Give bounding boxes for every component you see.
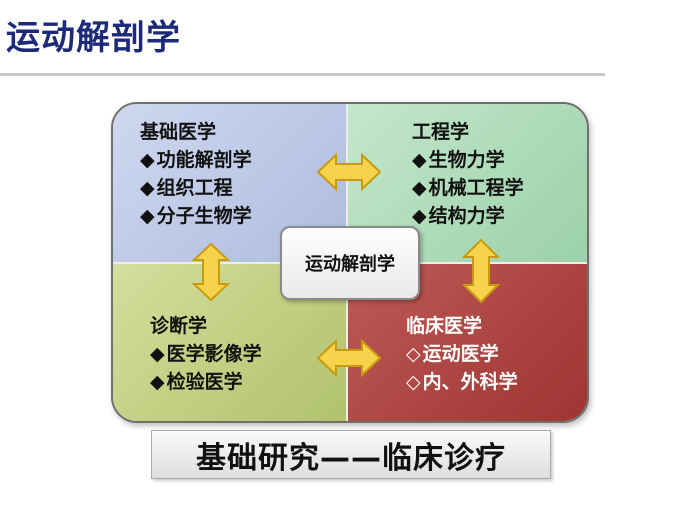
basic-medicine-item: 分子生物学 <box>140 202 252 230</box>
engineering-item: 生物力学 <box>412 146 524 174</box>
double-arrow-icon <box>316 338 382 378</box>
footer-banner: 基础研究——临床诊疗 <box>151 430 551 479</box>
clinical-medicine-block: 临床医学 运动医学 内、外科学 <box>406 312 518 396</box>
center-label: 运动解剖学 <box>280 226 420 300</box>
diagnostics-heading: 诊断学 <box>150 315 208 337</box>
diagnostics-block: 诊断学 医学影像学 检验医学 <box>150 312 262 396</box>
clinical-medicine-heading: 临床医学 <box>406 315 483 337</box>
basic-medicine-block: 基础医学 功能解剖学 组织工程 分子生物学 <box>140 118 252 230</box>
basic-medicine-item: 组织工程 <box>140 174 252 202</box>
engineering-block: 工程学 生物力学 机械工程学 结构力学 <box>412 118 524 230</box>
title-divider <box>0 73 605 76</box>
diagnostics-item: 检验医学 <box>150 368 262 396</box>
basic-medicine-heading: 基础医学 <box>140 121 217 143</box>
double-arrow-icon <box>191 242 231 302</box>
double-arrow-icon <box>461 238 501 304</box>
engineering-item: 结构力学 <box>412 202 524 230</box>
double-arrow-icon <box>316 152 382 192</box>
basic-medicine-item: 功能解剖学 <box>140 146 252 174</box>
page-title: 运动解剖学 <box>6 18 181 58</box>
diagnostics-item: 医学影像学 <box>150 340 262 368</box>
clinical-medicine-item: 内、外科学 <box>406 368 518 396</box>
engineering-item: 机械工程学 <box>412 174 524 202</box>
engineering-heading: 工程学 <box>412 121 470 143</box>
clinical-medicine-item: 运动医学 <box>406 340 518 368</box>
